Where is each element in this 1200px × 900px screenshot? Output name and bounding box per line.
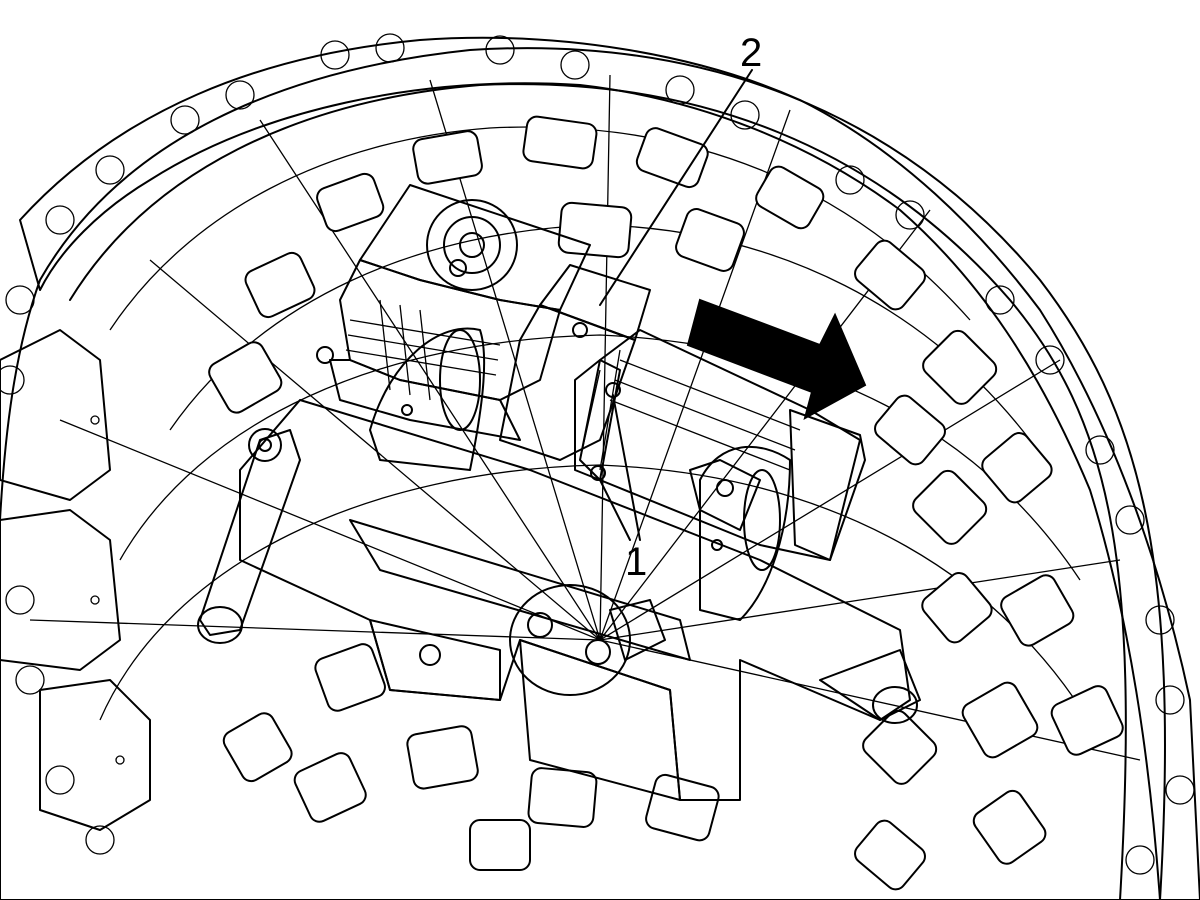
tool-pockets [208,115,1124,891]
servo-motor [574,329,866,561]
callout-2: 2 [740,31,762,75]
mounting-fixture [197,327,921,801]
flange-bolt-lower-icon [590,465,606,481]
carousel-disk [0,47,1166,900]
tool-chain [0,33,1200,900]
gearbox-assembly [316,184,591,441]
gearbox [499,264,651,461]
left-housings [0,329,151,831]
callout-leaders [599,69,753,541]
direction-arrow-icon [686,298,867,421]
callout-1: 1 [625,540,647,584]
